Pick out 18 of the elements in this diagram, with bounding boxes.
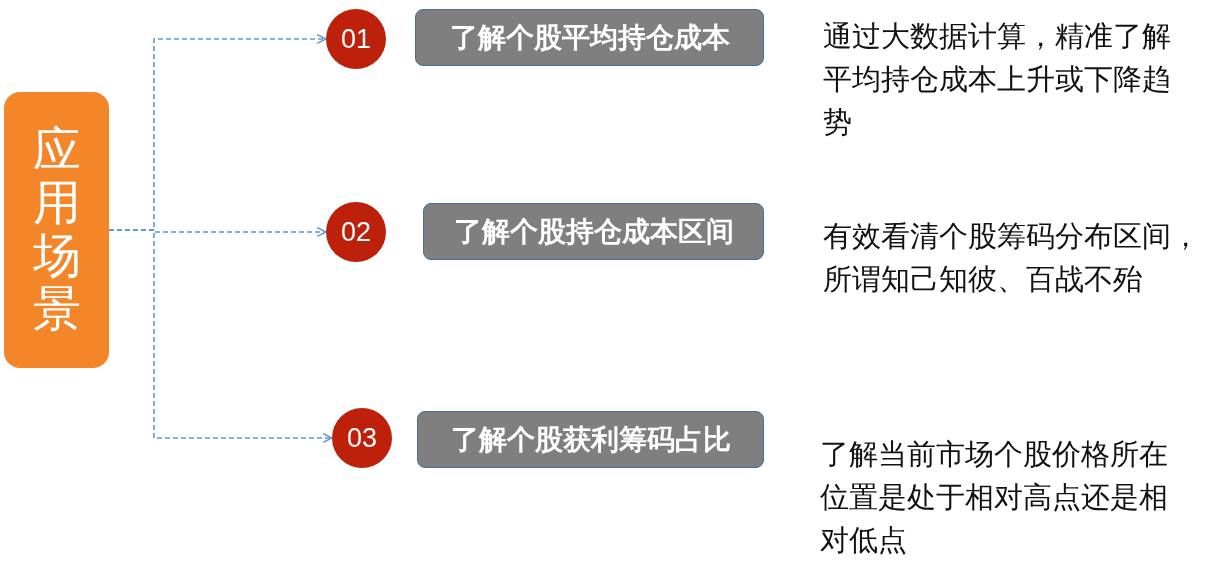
step-number: 03 [346,424,377,452]
topic-label: 了解个股持仓成本区间 [453,214,734,249]
category-title: 应用场景 [32,124,81,336]
description-text: 通过大数据计算，精准了解平均持仓成本上升或下降趋势 [823,19,1172,140]
topic-box [415,9,764,66]
topic-label: 了解个股获利筹码占比 [450,422,731,457]
step-number: 02 [340,218,371,246]
step-number: 01 [340,25,371,53]
topic-box [417,411,764,468]
category-box [4,92,109,368]
number-circle [332,408,392,468]
topic-label: 了解个股平均持仓成本 [449,20,730,55]
dashed-arrow [108,229,333,444]
description-text: 了解当前市场个股价格所在位置是处于相对高点还是相对低点 [820,437,1169,558]
description-text: 有效看清个股筹码分布区间，所谓知己知彼、百战不殆 [823,219,1201,297]
topic-box [423,203,764,260]
number-circle [326,9,386,69]
number-circle [326,202,386,262]
